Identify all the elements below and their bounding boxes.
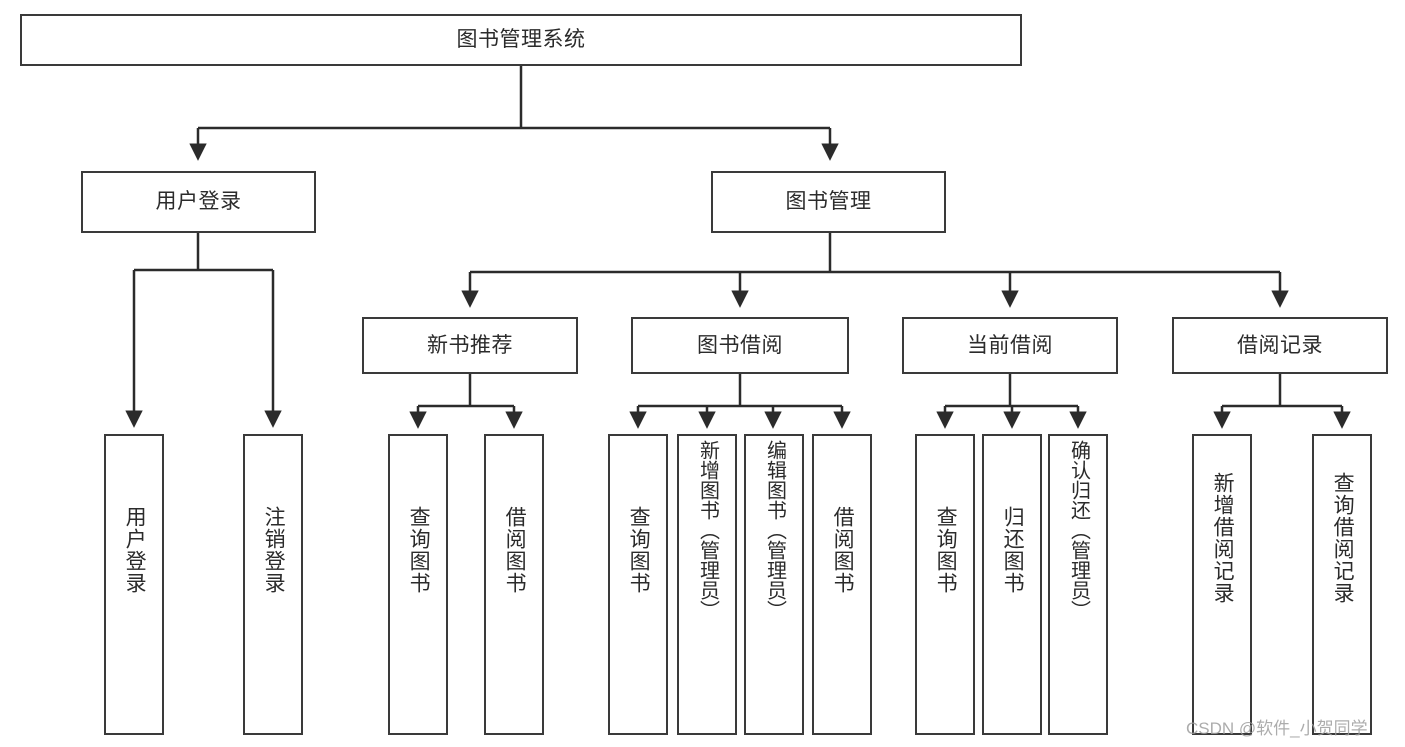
leaf-borrow-book-2[interactable]: 借阅图书 [812,434,872,735]
node-user-login-label: 用户登录 [155,190,242,214]
leaf-add-book[interactable]: 新增图书（管理员） [677,434,737,735]
leaf-borrow-book-1[interactable]: 借阅图书 [484,434,544,735]
leaf-user-login-label: 用户登录 [123,506,147,594]
leaf-borrow-book-1-label: 借阅图书 [503,506,527,594]
leaf-query-record[interactable]: 查询借阅记录 [1312,434,1372,735]
leaf-user-login[interactable]: 用户登录 [104,434,164,735]
node-book-borrow-label: 图书借阅 [697,333,783,357]
node-current-borrow-label: 当前借阅 [967,333,1053,357]
leaf-confirm-return-label: 确认归还（管理员） [1067,440,1090,620]
leaf-add-record[interactable]: 新增借阅记录 [1192,434,1252,735]
leaf-query-record-label: 查询借阅记录 [1331,472,1355,604]
node-borrow-record-label: 借阅记录 [1237,333,1323,357]
node-book-manage-label: 图书管理 [785,190,872,214]
leaf-add-record-label: 新增借阅记录 [1211,472,1235,604]
leaf-query-book-2-label: 查询图书 [627,506,651,594]
node-book-manage[interactable]: 图书管理 [711,171,946,233]
leaf-return-book-label: 归还图书 [1001,506,1025,594]
node-root-label: 图书管理系统 [456,28,586,52]
leaf-return-book[interactable]: 归还图书 [982,434,1042,735]
leaf-confirm-return[interactable]: 确认归还（管理员） [1048,434,1108,735]
node-book-borrow[interactable]: 图书借阅 [631,317,849,374]
leaf-query-book-2[interactable]: 查询图书 [608,434,668,735]
leaf-logout-login-label: 注销登录 [262,506,286,594]
leaf-query-book-3-label: 查询图书 [934,506,958,594]
node-root[interactable]: 图书管理系统 [20,14,1022,66]
leaf-edit-book[interactable]: 编辑图书（管理员） [744,434,804,735]
node-new-book-recommend[interactable]: 新书推荐 [362,317,578,374]
node-new-book-recommend-label: 新书推荐 [427,333,513,357]
csdn-watermark: CSDN @软件_小贺同学 [1186,719,1368,738]
leaf-borrow-book-2-label: 借阅图书 [831,506,855,594]
node-borrow-record[interactable]: 借阅记录 [1172,317,1388,374]
leaf-logout-login[interactable]: 注销登录 [243,434,303,735]
node-user-login[interactable]: 用户登录 [81,171,316,233]
leaf-edit-book-label: 编辑图书（管理员） [763,440,786,620]
leaf-query-book-3[interactable]: 查询图书 [915,434,975,735]
node-current-borrow[interactable]: 当前借阅 [902,317,1118,374]
leaf-query-book-1[interactable]: 查询图书 [388,434,448,735]
leaf-add-book-label: 新增图书（管理员） [696,440,719,620]
leaf-query-book-1-label: 查询图书 [407,506,431,594]
